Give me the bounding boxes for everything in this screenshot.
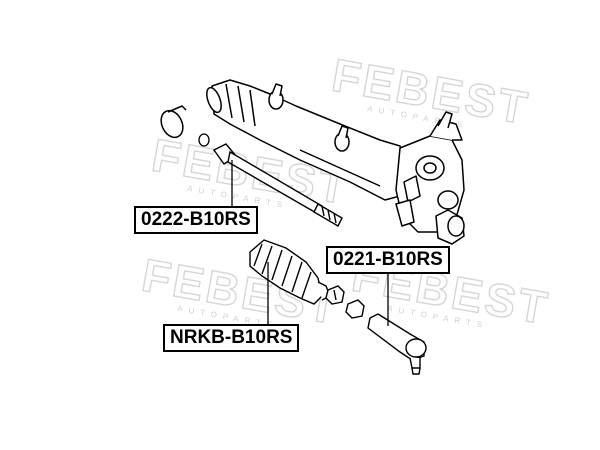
leader-lines [231, 160, 389, 326]
hex-nut [345, 299, 365, 319]
outer-tie-rod-end [367, 313, 427, 375]
lock-nut [325, 285, 345, 305]
boot-clamp [160, 105, 187, 139]
part-label-inner-tie-rod: 0222-B10RS [134, 206, 258, 234]
part-label-outer-tie-rod-end: 0221-B10RS [326, 246, 450, 274]
steering-rack-housing [206, 79, 465, 245]
inner-tie-rod [212, 143, 343, 227]
watermark-layer: FEBEST AUTOPARTS FEBEST AUTOPARTS FEBEST… [138, 48, 555, 335]
part-label-boot: NRKB-B10RS [163, 324, 300, 352]
o-ring [198, 133, 210, 147]
